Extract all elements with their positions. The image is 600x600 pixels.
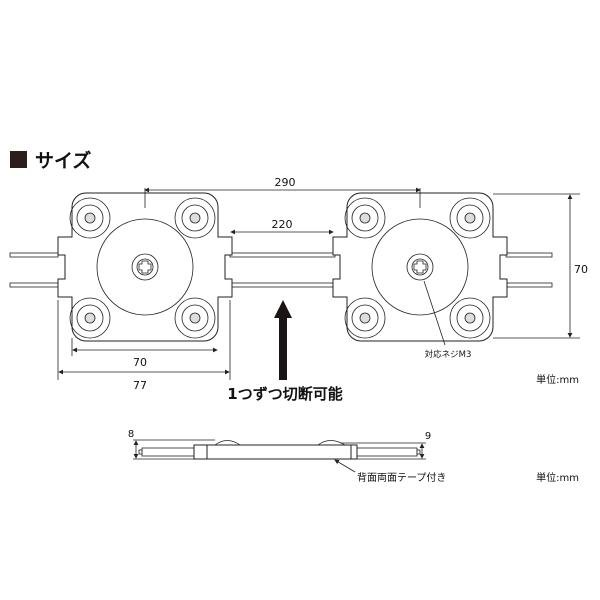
dim-pitch-label: 290 [275, 176, 296, 189]
title-square-icon [10, 151, 27, 168]
section-title: サイズ [35, 149, 91, 172]
tape-note: 背面両面テープ付き [357, 471, 446, 484]
led-module-left [58, 193, 232, 341]
dim-wire-gap-label: 220 [272, 218, 293, 231]
screw-leader-line [423, 280, 446, 346]
cut-arrow-icon [274, 300, 292, 380]
unit-label-side: 単位:mm [536, 471, 579, 484]
cut-note: 1つずつ切断可能 [227, 385, 342, 403]
unit-label-top: 単位:mm [536, 373, 579, 386]
screw-label: 対応ネジM3 [425, 349, 472, 360]
dim-right-height-label: 9 [425, 431, 431, 442]
dim-height-label: 70 [574, 263, 588, 276]
side-view [133, 439, 426, 473]
dim-module-width-label: 70 [133, 356, 147, 369]
dim-left-height-label: 8 [128, 429, 134, 440]
dim-module-width-tabs-label: 77 [133, 379, 147, 392]
led-module-right [333, 193, 507, 341]
